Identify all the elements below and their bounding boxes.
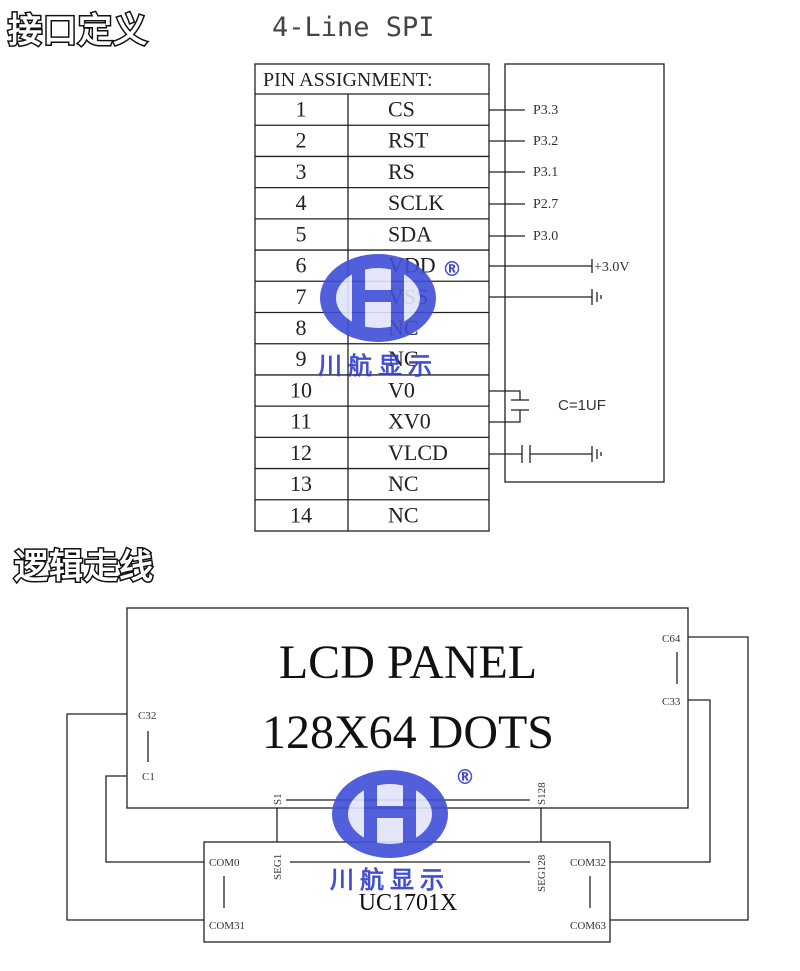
com32-to-c33-wire	[610, 699, 711, 863]
pin-number: 14	[290, 502, 312, 527]
com63-to-c64-wire	[610, 636, 749, 921]
pin-name: RST	[388, 128, 429, 153]
c64-label: C64	[662, 633, 681, 645]
c32-label: C32	[138, 710, 156, 722]
com0-label: COM0	[209, 857, 240, 869]
sclk-port-label: P2.7	[533, 197, 558, 212]
pin-name: SDA	[388, 221, 432, 246]
pin-number: 2	[296, 128, 307, 153]
pin-number: 12	[290, 440, 312, 465]
pin-name: V0	[388, 377, 415, 402]
seg1-label: SEG1	[272, 854, 284, 880]
routing-wires	[66, 636, 749, 921]
seg128-label: SEG128	[536, 854, 548, 892]
brand-watermark-top: ® 川航显示	[318, 254, 462, 380]
watermark-registered-mark-bottom: ®	[455, 765, 475, 789]
com31-label: COM31	[209, 920, 245, 932]
s128-label: S128	[536, 782, 548, 805]
vlcd-capacitor-ground-symbol	[489, 445, 602, 463]
vdd-supply-label: +3.0V	[594, 260, 630, 275]
v0-xv0-capacitor-symbol	[489, 390, 529, 423]
driver-ic-name: UC1701X	[359, 890, 458, 916]
c33-label: C33	[662, 696, 681, 708]
mcu-connection-box	[504, 63, 665, 483]
lcd-panel-resolution: 128X64 DOTS	[262, 706, 554, 759]
pin-number: 4	[296, 190, 307, 215]
pin-name: NC	[388, 471, 419, 496]
pin-number: 1	[296, 96, 307, 121]
pin-number: 11	[290, 409, 311, 434]
pin-number: 8	[296, 315, 307, 340]
pin-name: RS	[388, 159, 415, 184]
com63-label: COM63	[570, 920, 607, 932]
com31-to-c32-wire	[66, 713, 204, 921]
interface-heading: 接口定义	[8, 11, 148, 51]
com32-label: COM32	[570, 857, 606, 869]
pin-number: 6	[296, 253, 307, 278]
lcd-panel-title: LCD PANEL	[279, 636, 537, 689]
capacitor-label: C=1UF	[558, 397, 606, 414]
signal-wires	[489, 109, 525, 237]
cs-port-label: P3.3	[533, 103, 558, 118]
pin-number: 10	[290, 377, 312, 402]
pin-name: NC	[388, 346, 419, 371]
brand-watermark-bottom: ® 川航显示	[330, 765, 475, 894]
rst-port-label: P3.2	[533, 134, 558, 149]
s1-label: S1	[272, 793, 284, 805]
watermark-text-bottom: 川航显示	[330, 866, 450, 894]
pin-table-row-lines	[255, 124, 489, 501]
pin-name: XV0	[388, 409, 431, 434]
sda-port-label: P3.0	[533, 229, 558, 244]
pin-number: 9	[296, 346, 307, 371]
pin-number: 5	[296, 221, 307, 246]
pin-table-header: PIN ASSIGNMENT:	[263, 69, 433, 91]
spi-subtitle: 4-Line SPI	[272, 12, 435, 43]
rs-port-label: P3.1	[533, 165, 558, 180]
pin-name: SCLK	[388, 190, 444, 215]
pin-name: CS	[388, 96, 415, 121]
com0-to-c1-wire	[105, 775, 204, 863]
pin-number: 7	[296, 284, 307, 309]
pin-number: 13	[290, 471, 312, 496]
c1-label: C1	[142, 771, 155, 783]
pin-name: NC	[388, 502, 419, 527]
pin-number: 3	[296, 159, 307, 184]
vss-ground-symbol	[489, 289, 602, 305]
logic-heading: 逻辑走线	[14, 547, 154, 587]
watermark-registered-mark-top: ®	[442, 257, 462, 281]
watermark-text-top: 川航显示	[318, 352, 438, 380]
pin-name: VLCD	[388, 440, 448, 465]
